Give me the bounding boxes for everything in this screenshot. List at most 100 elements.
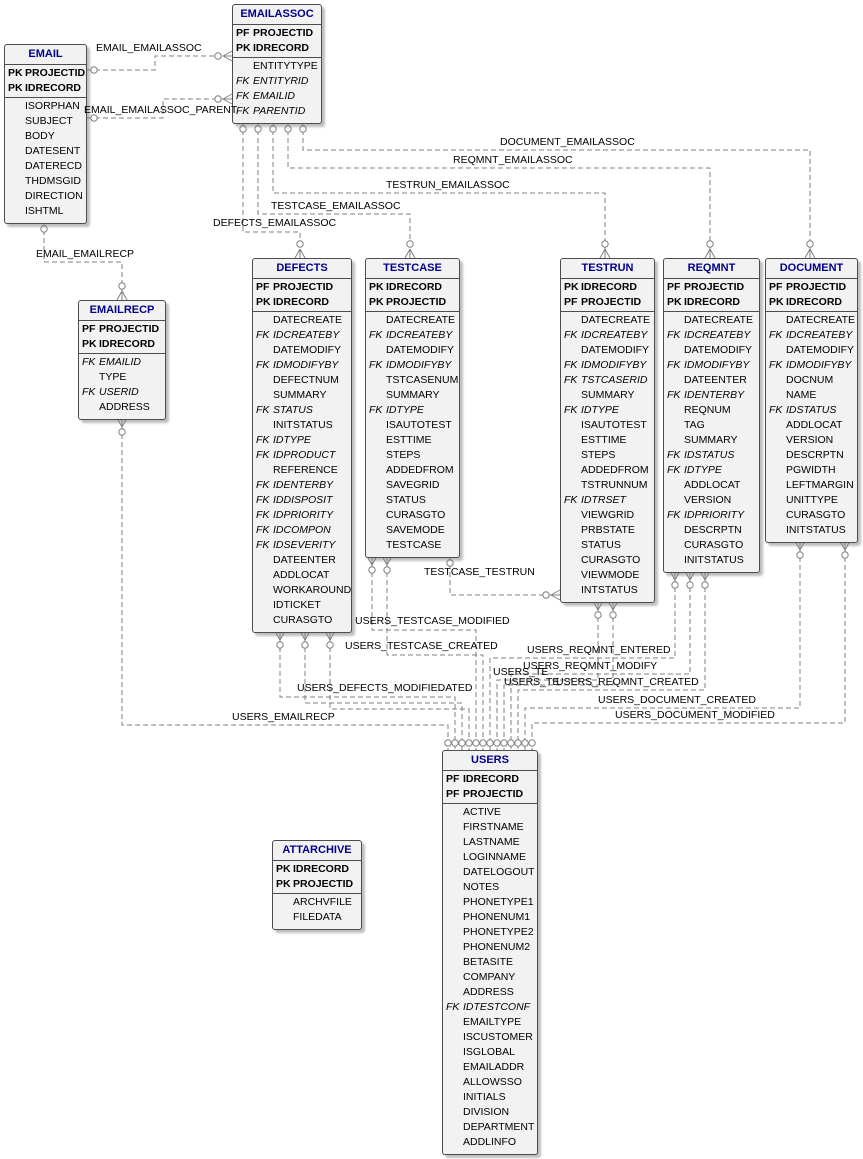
relationship-line[interactable] [449, 556, 560, 596]
key-tag: FK [256, 359, 270, 371]
relationship-line[interactable] [121, 418, 449, 750]
key-tag [366, 373, 386, 388]
relationship-label[interactable]: USERS_REQMNT_ENTERED [527, 644, 671, 656]
field-datecreate: DATECREATE [664, 313, 759, 328]
relationship-line[interactable] [272, 122, 606, 258]
crowsfoot-icon [599, 248, 611, 259]
relationship-line[interactable] [524, 541, 801, 750]
key-tag [766, 463, 786, 478]
relationship-label[interactable]: TESTRUN_EMAILASSOC [386, 179, 510, 191]
relationship-label[interactable]: USERS_DOCUMENT_CREATED [598, 694, 756, 706]
relationship-line[interactable] [279, 631, 456, 750]
key-tag: PK [276, 863, 291, 875]
relationship-line[interactable] [386, 556, 484, 750]
relationship-label[interactable]: USERS_TESTCASE_CREATED [345, 640, 498, 652]
field-name: LASTNAME [463, 836, 520, 848]
relationship-label[interactable]: USERS_REQMNT_CREATED [556, 676, 699, 688]
relationship-line[interactable] [257, 122, 411, 258]
key-tag: PK [8, 82, 23, 94]
connector-users-testrun-created[interactable] [500, 600, 619, 750]
relationship-line[interactable] [510, 571, 691, 750]
connector-email-emailassoc[interactable] [87, 50, 233, 74]
relationship-line[interactable] [302, 122, 811, 258]
connector-users-reqmnt-entered[interactable] [486, 570, 681, 750]
relationship-label[interactable]: EMAIL_EMAILRECP [36, 248, 135, 260]
relationship-line[interactable] [43, 222, 123, 300]
field-phonenum1: PHONENUM1 [443, 910, 537, 925]
field-name: PROJECTID [581, 296, 642, 308]
relationship-label[interactable]: USERS_TE [493, 666, 549, 678]
relationship-line[interactable] [87, 98, 232, 119]
optional-circle-icon [528, 739, 536, 747]
relationship-line[interactable] [87, 55, 232, 71]
crowsfoot-icon [222, 93, 233, 105]
relationship-label[interactable]: TESTCASE_TESTRUN [424, 566, 535, 578]
relationship-label[interactable]: USERS_EMAILRECP [232, 711, 335, 723]
connector-users-reqmnt-created[interactable] [514, 570, 711, 750]
relationship-line[interactable] [489, 571, 676, 750]
field-name: STEPS [581, 449, 616, 461]
field-name: IDTYPE [273, 434, 311, 446]
connector-reqmnt-emailassoc[interactable] [284, 122, 716, 259]
relationship-label[interactable]: USERS_DOCUMENT_MODIFIED [615, 709, 775, 721]
relationship-label[interactable]: USERS_REQMNT_MODIFY [523, 660, 658, 672]
key-tag [443, 1105, 463, 1120]
key-tag: PK [667, 296, 682, 308]
relationship-line[interactable] [329, 631, 470, 750]
field-name: REQNUM [684, 404, 731, 416]
relationship-line[interactable] [517, 571, 706, 750]
relationship-label[interactable]: EMAIL_EMAILASSOC [96, 42, 202, 54]
connector-users-testrun-modified[interactable] [493, 600, 604, 750]
connector-defects-emailassoc[interactable] [239, 122, 306, 259]
relationship-line[interactable] [287, 122, 711, 258]
key-tag [253, 553, 273, 568]
relationship-line[interactable] [503, 601, 614, 750]
key-tag [766, 493, 786, 508]
relationship-line[interactable] [242, 122, 301, 258]
key-tag [766, 433, 786, 448]
connector-document-emailassoc[interactable] [299, 122, 816, 259]
relationship-line[interactable] [304, 631, 463, 750]
field-name: PGWIDTH [786, 464, 836, 476]
relationship-line[interactable] [496, 601, 599, 750]
relationship-label[interactable]: TESTCASE_EMAILASSOC [271, 200, 401, 212]
field-name: VERSION [786, 434, 834, 446]
connector-users-emailrecp[interactable] [116, 417, 452, 750]
relationship-label[interactable]: DEFECTS_EMAILASSOC [213, 217, 337, 229]
connector-email-emailassoc-parent[interactable] [87, 93, 233, 122]
connector-testcase-testrun[interactable] [446, 556, 561, 601]
relationship-line[interactable] [531, 541, 846, 750]
relationship-label[interactable]: EMAIL_EMAILASSOC_PARENT [84, 104, 238, 116]
relationship-label[interactable]: USERS_DEFECTS_MODIFIEDATED [297, 682, 473, 694]
connector-users-testcase-created[interactable] [381, 555, 487, 750]
connector-testcase-emailassoc[interactable] [254, 122, 416, 259]
field-name: IDCREATEBY [786, 329, 853, 341]
field-tag: TAG [664, 418, 759, 433]
relationship-label[interactable]: USERS_TE [504, 676, 560, 688]
connector-users-defects-created[interactable] [299, 630, 466, 750]
field-name: NOTES [463, 881, 500, 893]
connector-email-emailrecp[interactable] [40, 222, 128, 301]
relationship-line[interactable] [371, 556, 477, 750]
connector-users-testcase-modified[interactable] [366, 555, 480, 750]
connector-testrun-emailassoc[interactable] [269, 122, 611, 259]
relationship-label[interactable]: REQMNT_EMAILASSOC [453, 154, 573, 166]
relationship-label[interactable]: USERS_TESTCASE_MODIFIED [355, 615, 510, 627]
relationship-label[interactable]: DOCUMENT_EMAILASSOC [500, 136, 635, 148]
optional-circle-icon [214, 52, 222, 60]
